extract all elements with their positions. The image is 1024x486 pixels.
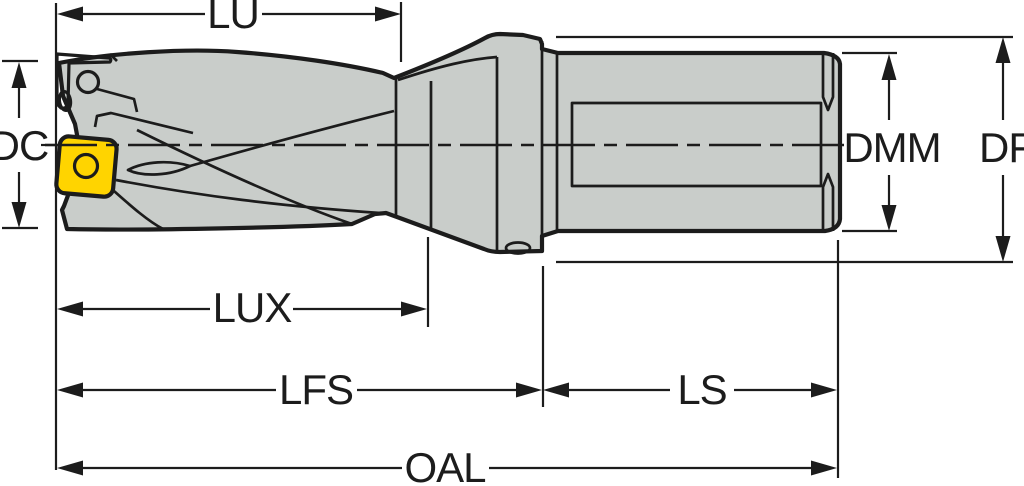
flute-lower-edge bbox=[115, 178, 381, 215]
dim-dmm-label: DMM bbox=[843, 124, 940, 171]
dim-lfs-arrow-left bbox=[57, 382, 83, 398]
dim-lfs-label: LFS bbox=[279, 366, 353, 413]
dim-dc-label: DC bbox=[0, 122, 48, 169]
dim-lu-arrow-right bbox=[375, 6, 401, 22]
dim-ls-arrow-left bbox=[543, 382, 569, 398]
retention-groove-bottom bbox=[821, 172, 835, 231]
dim-dmm: DMM bbox=[843, 54, 942, 231]
dim-oal: OAL bbox=[57, 444, 837, 486]
dim-dc-arrow-top bbox=[11, 62, 27, 88]
dim-ls: LS bbox=[543, 366, 837, 413]
peripheral-insert-screw-hole bbox=[57, 89, 73, 113]
gash-edge bbox=[113, 189, 164, 231]
dim-dmm-arrow-bottom bbox=[881, 205, 897, 231]
center-insert bbox=[54, 134, 119, 199]
dim-lux-arrow-right bbox=[401, 301, 427, 317]
flute-step-edge bbox=[93, 111, 194, 135]
extension-lines bbox=[2, 2, 1013, 478]
inserts bbox=[54, 52, 119, 199]
retention-groove-top bbox=[821, 53, 835, 112]
flute-lines bbox=[93, 53, 395, 231]
coolant-hole bbox=[504, 241, 532, 255]
insert-pocket-edge bbox=[96, 87, 139, 113]
dim-lu-label: LU bbox=[207, 0, 259, 37]
dim-dc: DC bbox=[0, 62, 56, 228]
tool-silhouette bbox=[56, 31, 843, 255]
dim-df-label: DF bbox=[979, 124, 1024, 171]
flange-lines bbox=[394, 41, 544, 255]
dim-oal-arrow-right bbox=[811, 460, 837, 476]
cone-tangent-edge bbox=[397, 55, 498, 82]
dim-ls-arrow-right bbox=[811, 382, 837, 398]
chip-pocket-lens bbox=[126, 160, 192, 176]
dim-df: DF bbox=[979, 37, 1024, 262]
dim-lu: LU bbox=[57, 0, 401, 37]
dim-oal-arrow-left bbox=[57, 460, 83, 476]
dim-lfs: LFS bbox=[57, 366, 542, 413]
tip-notch bbox=[109, 53, 118, 62]
dim-lux-label: LUX bbox=[213, 284, 293, 331]
flute-helix-edge bbox=[136, 128, 353, 226]
dim-dc-arrow-bottom bbox=[11, 202, 27, 228]
flute-back-edge bbox=[189, 109, 395, 168]
dim-oal-label: OAL bbox=[404, 444, 485, 486]
center-insert-screw-hole bbox=[72, 152, 100, 180]
dim-lux-arrow-left bbox=[57, 301, 83, 317]
dim-df-arrow-top bbox=[995, 37, 1011, 63]
dim-ls-label: LS bbox=[677, 366, 726, 413]
dim-dmm-arrow-top bbox=[881, 54, 897, 80]
body-screw-hole bbox=[75, 69, 101, 95]
dim-df-arrow-bottom bbox=[995, 236, 1011, 262]
dim-lfs-arrow-right bbox=[516, 382, 542, 398]
dim-lux: LUX bbox=[57, 284, 427, 331]
drill-body bbox=[56, 31, 843, 255]
dim-lu-arrow-left bbox=[57, 6, 83, 22]
